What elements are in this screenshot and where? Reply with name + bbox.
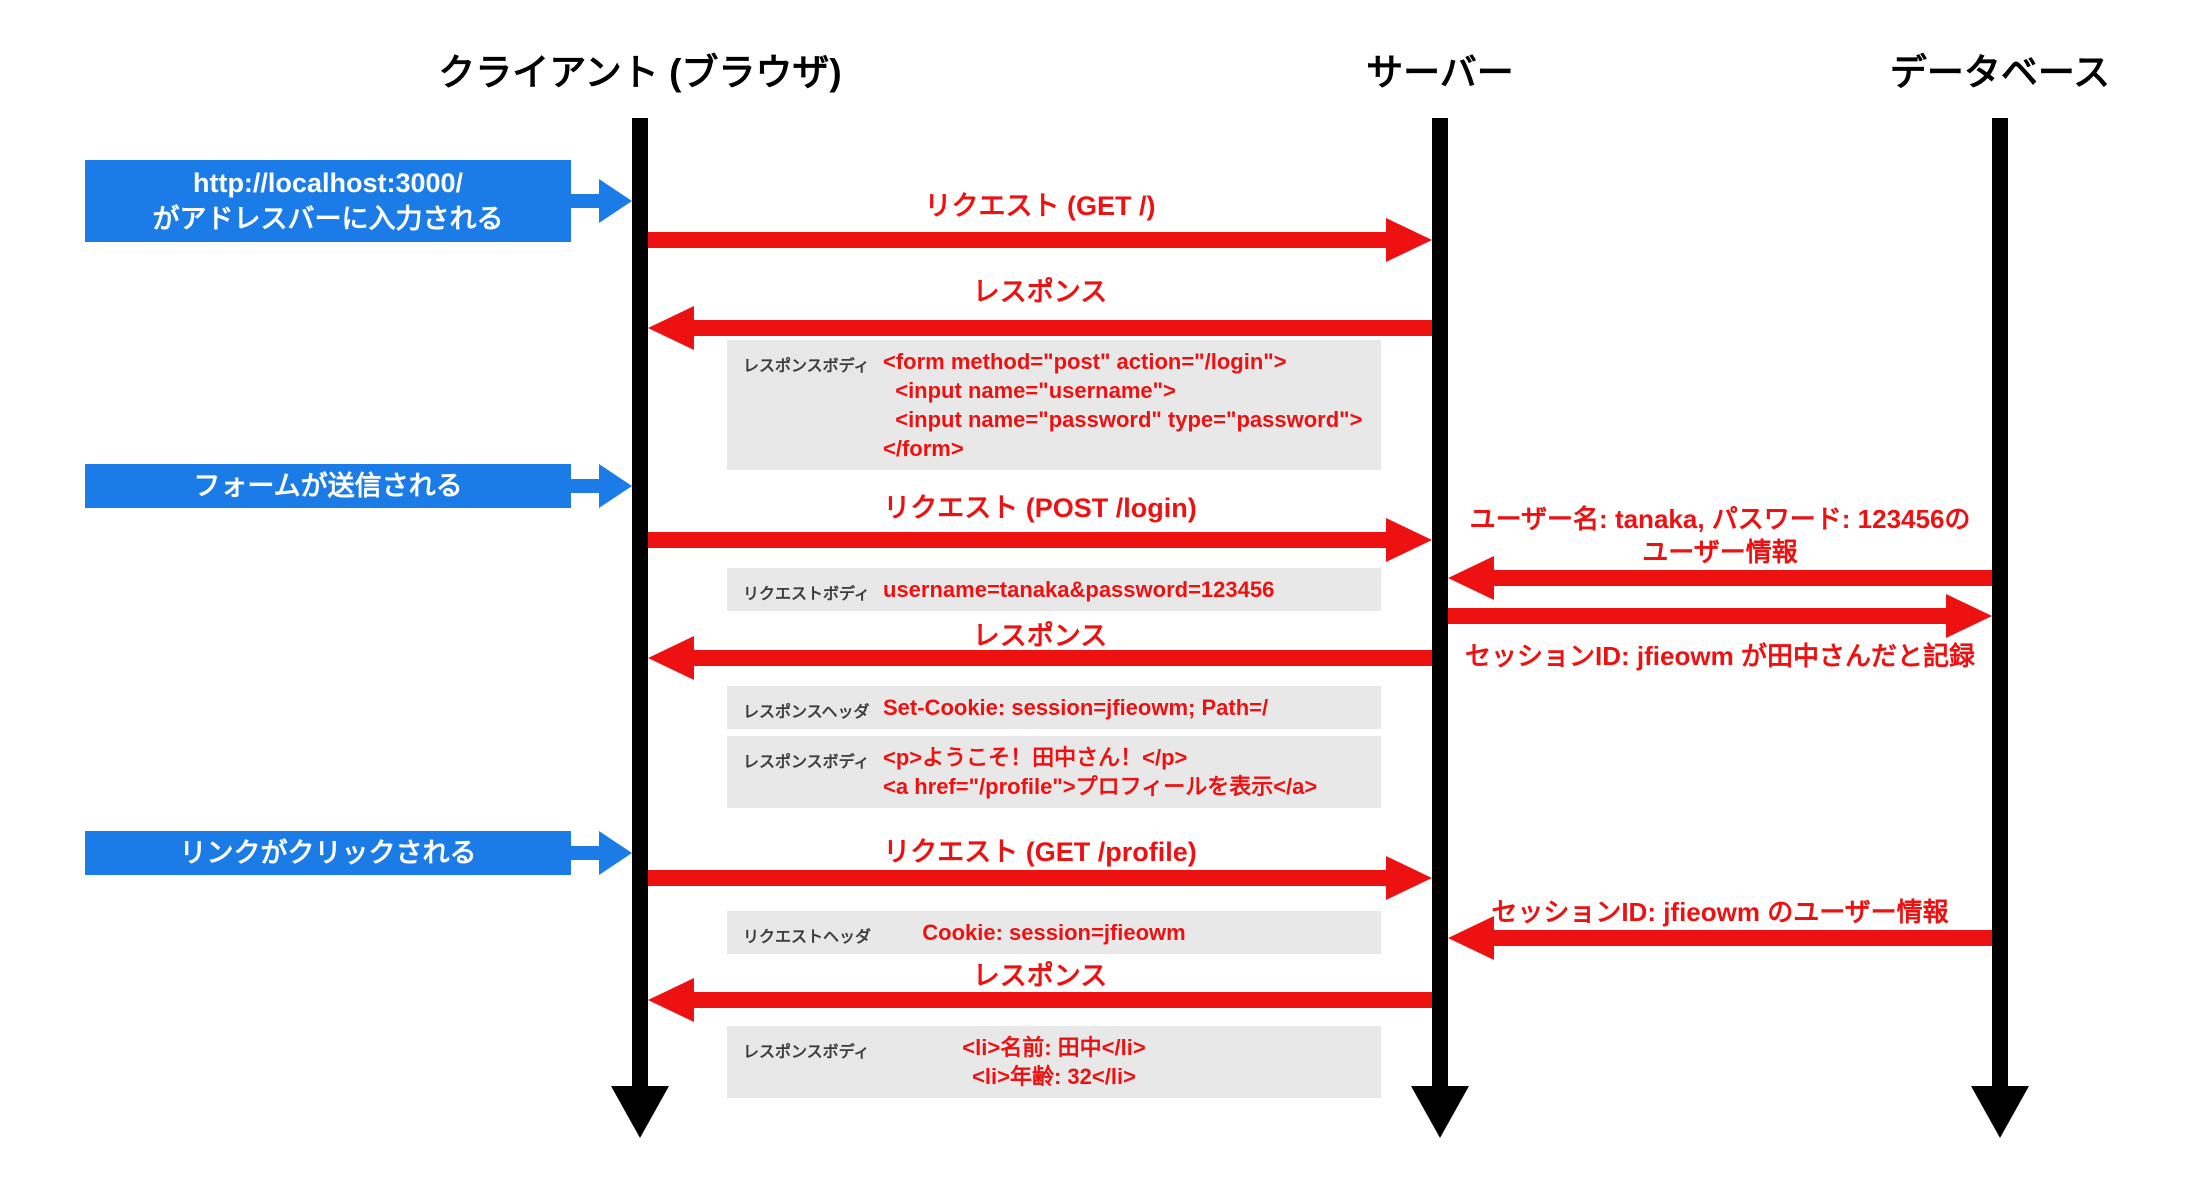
arrow-head-icon [1448,556,1494,600]
code-line: <input name="username"> [883,378,1176,403]
message-note-user-info: ユーザー名: tanaka, パスワード: 123456の ユーザー情報 [1448,503,1992,569]
payload-label: レスポンスヘッダ [743,704,870,721]
code-line: Set-Cookie: session=jfieowm; Path=/ [883,695,1269,720]
lifeline-database [1992,118,2008,1088]
lifeline-server-arrowhead-icon [1411,1086,1469,1138]
arrow-bar [1492,570,1992,586]
event-text-line: リンクがクリックされる [179,838,477,868]
note-line: ユーザー情報 [1642,537,1798,567]
payload-code: <p>ようこそ！田中さん！</p> <a href="/profile">プロフ… [883,743,1381,801]
message-arrow-database-to-server [1448,556,1992,600]
code-line: <li>名前: 田中</li> [962,1035,1146,1060]
message-note-session-user-info: セッションID: jfieowm のユーザー情報 [1491,897,1949,927]
payload-label: レスポンスボディ [743,358,870,375]
payload-label: リクエストボディ [743,586,870,603]
arrow-head-icon [1386,218,1432,262]
message-arrow-server-to-client [648,636,1432,680]
message-arrow-server-to-client [648,306,1432,350]
payload-code: Cookie: session=jfieowm [727,918,1381,947]
code-line: <form method="post" action="/login"> [883,349,1287,374]
code-line: <p>ようこそ！田中さん！</p> [883,745,1188,770]
lifeline-client-arrowhead-icon [611,1086,669,1138]
arrow-head-icon [1386,856,1432,900]
message-note-session-recorded: セッションID: jfieowm が田中さんだと記録 [1465,641,1975,671]
code-line: <input name="password" type="password"> [883,407,1363,432]
actor-label-server: サーバー [1366,52,1514,93]
payload-label: レスポンスボディ [743,754,870,771]
message-label-response: レスポンス [972,277,1108,307]
arrow-bar [1448,608,1948,624]
message-label-request-get-root: リクエスト (GET /) [924,191,1156,221]
payload-box-response-body: レスポンスボディ <p>ようこそ！田中さん！</p> <a href="/pro… [727,736,1381,808]
code-line: <a href="/profile">プロフィールを表示</a> [883,774,1318,799]
code-line: </form> [883,436,964,461]
payload-box-response-header: レスポンスヘッダ Set-Cookie: session=jfieowm; Pa… [727,686,1381,729]
arrow-bar [692,320,1432,336]
arrow-bar [1492,930,1992,946]
arrow-bar [571,846,601,860]
message-arrow-client-to-server [648,218,1432,262]
code-line: username=tanaka&password=123456 [883,577,1275,602]
message-arrow-server-to-database [1448,594,1992,638]
arrow-head-icon [1946,594,1992,638]
message-arrow-database-to-server [1448,916,1992,960]
payload-label: リクエストヘッダ [743,929,872,946]
event-text-line: がアドレスバーに入力される [152,204,504,234]
message-arrow-client-to-server [648,856,1432,900]
payload-code: <form method="post" action="/login"> <in… [883,347,1381,463]
message-label-response: レスポンス [972,621,1108,651]
actor-label-client: クライアント (ブラウザ) [438,52,842,93]
arrow-head-icon [1448,916,1494,960]
event-box-form-submitted: フォームが送信される [85,464,571,508]
event-text-line: http://localhost:3000/ [192,168,464,198]
event-box-link-clicked: リンクがクリックされる [85,831,571,875]
lifeline-client [632,118,648,1088]
lifeline-database-arrowhead-icon [1971,1086,2029,1138]
payload-box-request-body: リクエストボディ username=tanaka&password=123456 [727,568,1381,611]
payload-code: <li>名前: 田中</li> <li>年齢: 32</li> [727,1033,1381,1091]
arrow-head-icon [599,179,632,223]
arrow-bar [692,650,1432,666]
lifeline-server [1432,118,1448,1088]
payload-box-response-body: レスポンスボディ <li>名前: 田中</li> <li>年齢: 32</li> [727,1026,1381,1098]
message-arrow-server-to-client [648,978,1432,1022]
payload-label: レスポンスボディ [743,1044,870,1061]
arrow-bar [571,194,601,208]
payload-box-response-body: レスポンスボディ <form method="post" action="/lo… [727,340,1381,470]
message-label-request-get-profile: リクエスト (GET /profile) [883,837,1197,867]
arrow-head-icon [599,464,632,508]
arrow-bar [692,992,1432,1008]
event-arrow-icon [571,464,632,508]
arrow-bar [571,479,601,493]
event-arrow-icon [571,831,632,875]
message-arrow-client-to-server [648,518,1432,562]
code-line: <li>年齢: 32</li> [972,1064,1136,1089]
arrow-bar [648,870,1388,886]
arrow-head-icon [648,978,694,1022]
payload-code: username=tanaka&password=123456 [883,575,1381,604]
arrow-bar [648,532,1388,548]
arrow-head-icon [648,306,694,350]
arrow-head-icon [1386,518,1432,562]
arrow-head-icon [648,636,694,680]
arrow-bar [648,232,1388,248]
arrow-head-icon [599,831,632,875]
actor-label-database: データベース [1889,52,2111,93]
event-arrow-icon [571,179,632,223]
message-label-response: レスポンス [972,961,1108,991]
payload-box-request-header: リクエストヘッダ Cookie: session=jfieowm [727,911,1381,954]
message-label-request-post-login: リクエスト (POST /login) [883,493,1197,523]
event-box-url-entered: http://localhost:3000/ がアドレスバーに入力される [85,160,571,242]
payload-code: Set-Cookie: session=jfieowm; Path=/ [883,693,1381,722]
event-text-line: フォームが送信される [193,471,463,501]
code-line: Cookie: session=jfieowm [922,920,1186,945]
note-line: ユーザー名: tanaka, パスワード: 123456の [1469,504,1971,534]
